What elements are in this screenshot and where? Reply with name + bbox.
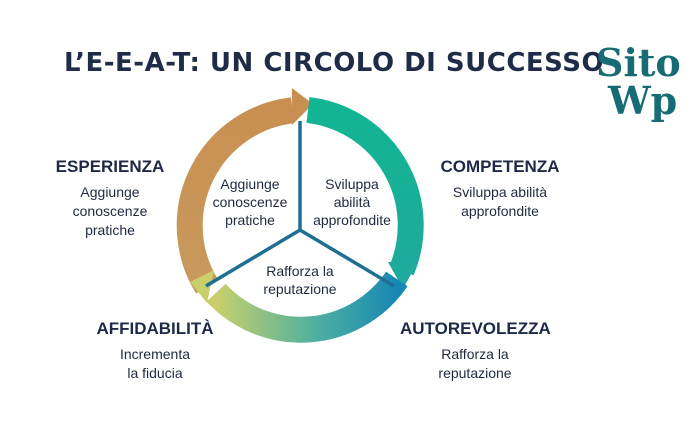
arrow-head-top xyxy=(292,88,313,125)
stage-desc-competenza: Sviluppa abilità approfondite xyxy=(452,184,548,219)
ring-segment-affidabilita xyxy=(206,271,408,343)
stage-affidabilita: AFFIDABILITÀ Incrementa la fiducia xyxy=(80,319,230,383)
stage-name-competenza: COMPETENZA xyxy=(440,157,560,176)
sitowp-logo: Sito Wp xyxy=(596,40,681,123)
spoke-right xyxy=(299,228,395,288)
stage-name-esperienza: ESPERIENZA xyxy=(55,157,165,176)
ring-segment-esperienza xyxy=(176,97,295,294)
arrow-head-right xyxy=(388,262,417,289)
inner-text-bottom: Rafforza la reputazione xyxy=(263,263,337,297)
logo-line-1: Sito xyxy=(596,40,681,85)
spoke-left xyxy=(205,228,301,288)
page-title: L’E-E-A-T: UN CIRCOLO DI SUCCESSO xyxy=(64,48,605,78)
logo-line-2: Wp xyxy=(608,78,678,123)
stage-name-affidabilita: AFFIDABILITÀ xyxy=(96,319,214,338)
stage-esperienza: ESPERIENZA Aggiunge conoscenze pratiche xyxy=(30,157,190,240)
inner-text-right: Sviluppa abilità approfondite xyxy=(313,176,391,228)
stage-desc-esperienza: Aggiunge conoscenze pratiche xyxy=(72,184,148,238)
ring-segment-competenza xyxy=(306,97,424,276)
stage-autorevolezza: AUTOREVOLEZZA Rafforza la reputazione xyxy=(400,319,551,383)
stage-competenza: COMPETENZA Sviluppa abilità approfondite xyxy=(415,157,585,221)
stage-name-autorevolezza: AUTOREVOLEZZA xyxy=(400,319,551,338)
arrow-head-left xyxy=(190,270,214,303)
stage-desc-affidabilita: Incrementa la fiducia xyxy=(119,346,191,381)
inner-text-left: Aggiunge conoscenze pratiche xyxy=(212,176,288,228)
stage-desc-autorevolezza: Rafforza la reputazione xyxy=(438,346,512,381)
